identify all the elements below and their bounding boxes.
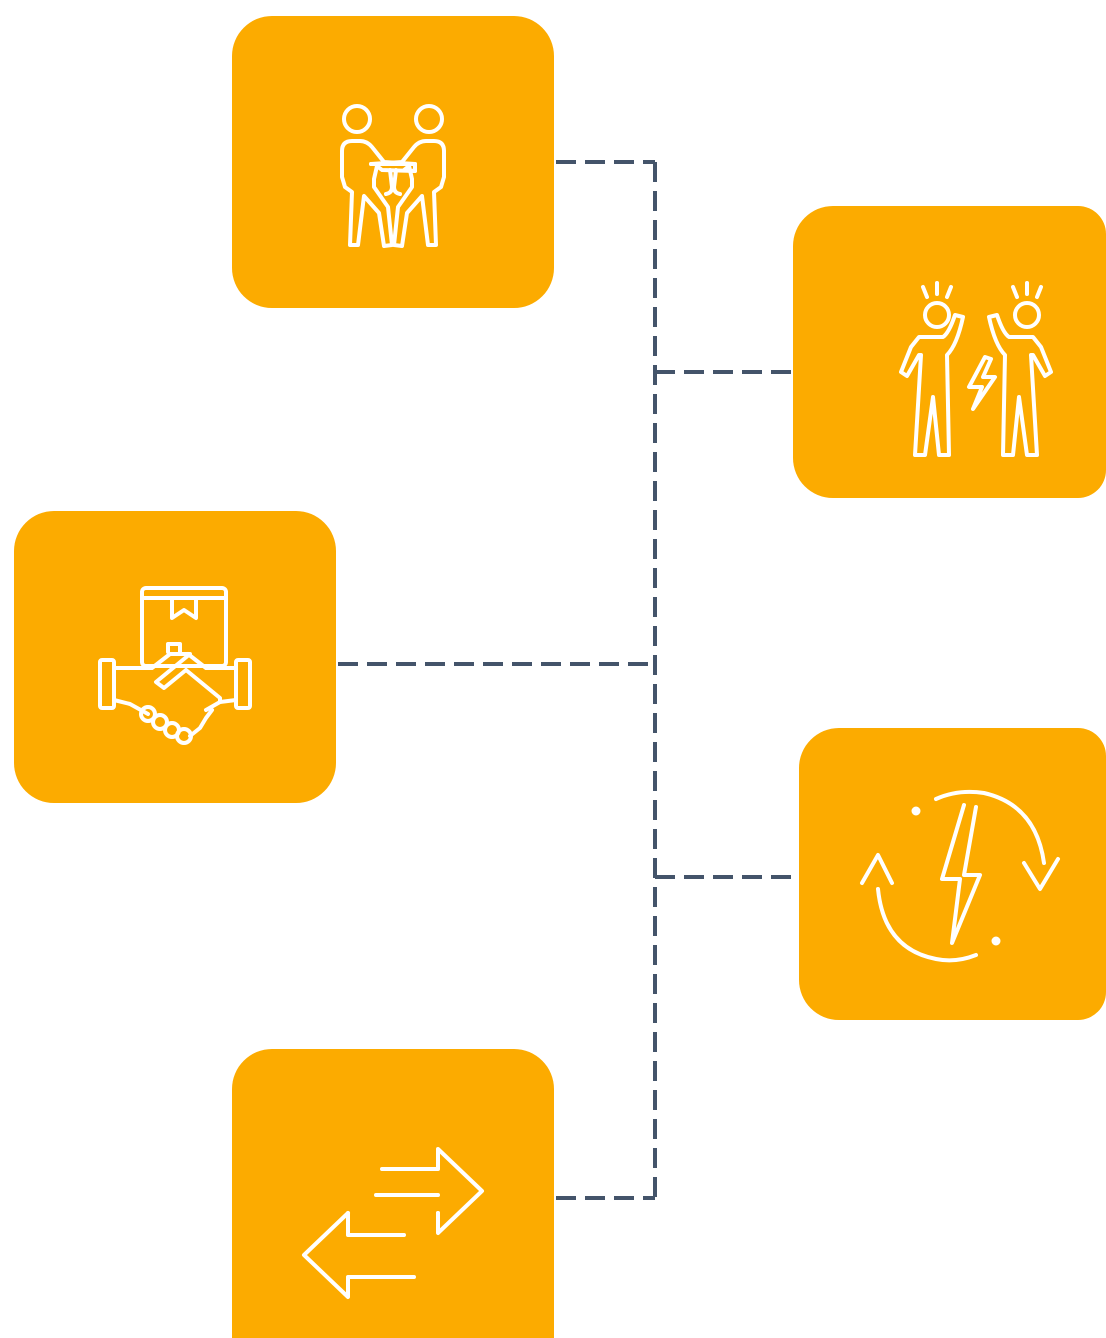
tile-exchange (232, 1049, 554, 1338)
conflict-people-icon (898, 281, 1053, 457)
energy-cycle-icon (859, 789, 1060, 963)
exchange-arrows-icon (302, 1146, 484, 1299)
tile-energy-cycle (799, 728, 1106, 1020)
tile-deal (14, 511, 336, 803)
handshake-package-icon (98, 586, 252, 745)
tile-conflict (793, 206, 1106, 498)
tile-tug-of-war (232, 16, 554, 308)
tug-of-war-icon (340, 104, 446, 248)
connector-group (338, 160, 798, 1200)
